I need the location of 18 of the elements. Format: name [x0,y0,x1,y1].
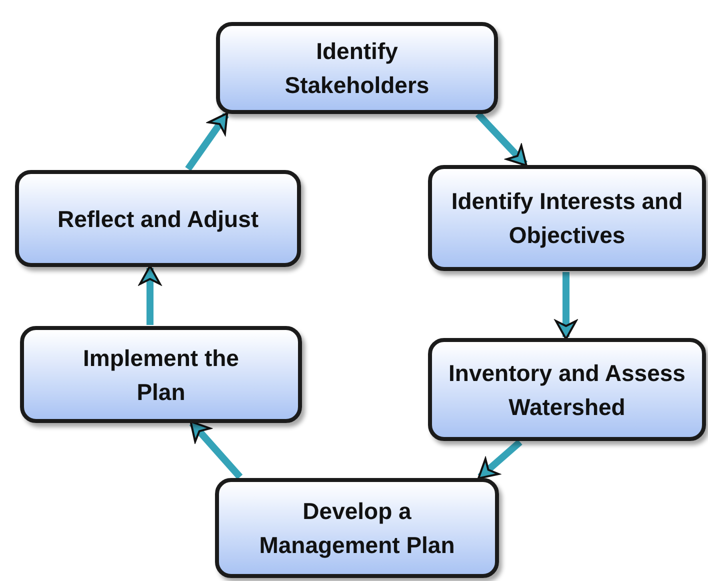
arrow [555,272,577,340]
box-label: Develop a Management Plan [258,497,456,560]
arrow [475,112,528,166]
box-label: Implement the Plan [82,344,240,406]
box-label: Reflect and Adjust [57,204,259,234]
process-box [215,478,499,578]
process-box [15,170,301,267]
process-box [428,165,706,271]
process-box [20,326,302,423]
box-label: Identify Interests and Objectives [450,187,684,250]
box-label: Inventory and Assess Watershed [448,358,686,422]
process-box [216,22,498,114]
arrow [185,112,229,172]
arrow [478,439,522,480]
arrow [139,265,161,325]
process-box [428,338,706,441]
arrow [189,420,243,480]
box-label: Identify Stakeholders [284,37,430,100]
